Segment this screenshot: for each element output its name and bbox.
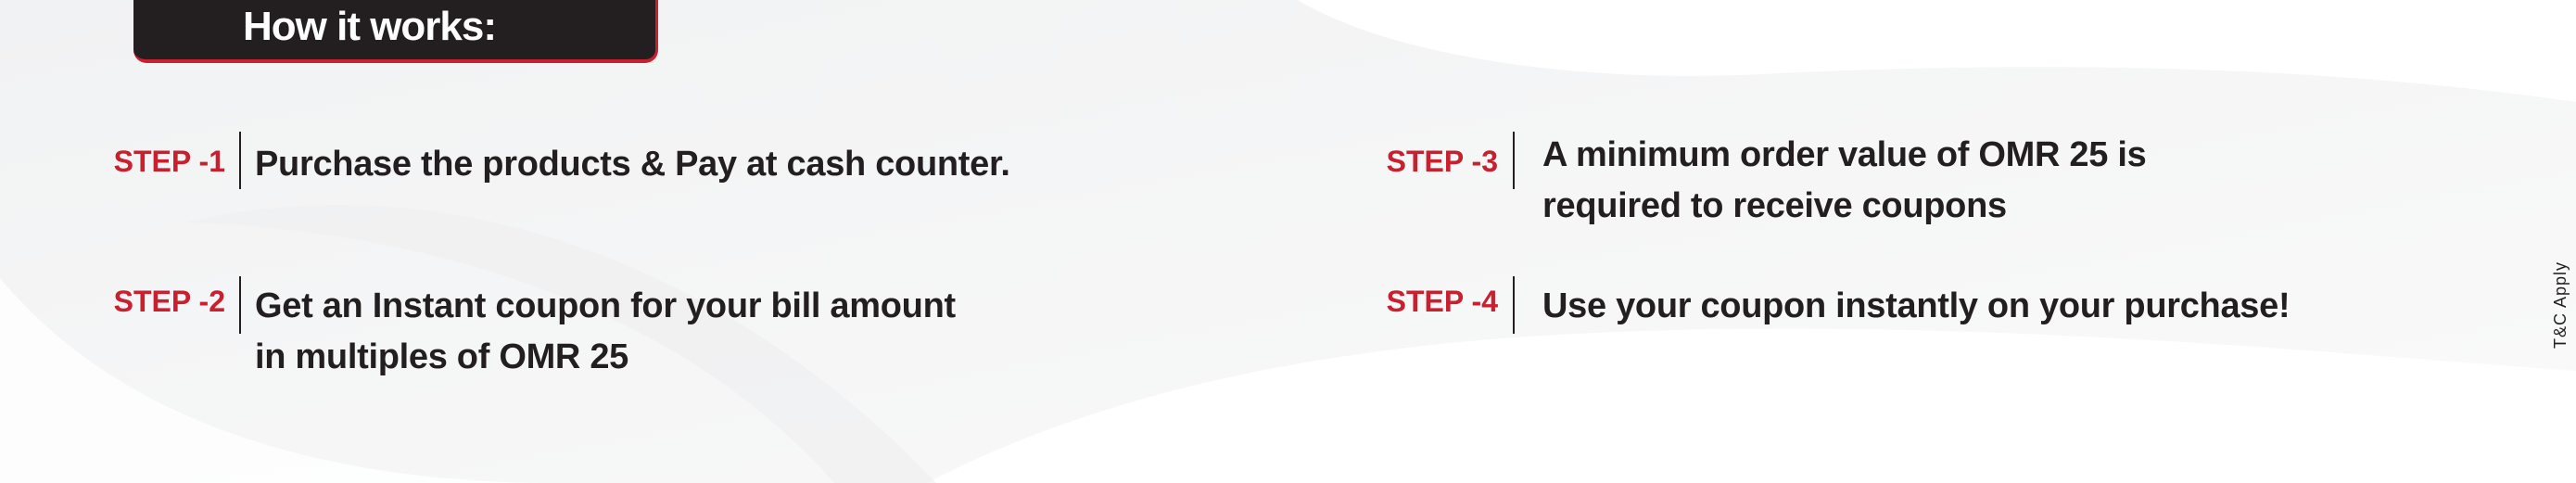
step-text: in multiples of OMR 25	[255, 337, 628, 376]
step-text: Purchase the products & Pay at cash coun…	[255, 145, 1010, 184]
step-text: A minimum order value of OMR 25 is	[1542, 135, 2147, 174]
step-label: STEP -4	[1386, 285, 1498, 318]
divider	[239, 276, 241, 334]
step-label: STEP -3	[1386, 145, 1498, 178]
step-text: Use your coupon instantly on your purcha…	[1542, 286, 2290, 325]
how-it-works-banner: How it works:	[133, 0, 658, 63]
step-text: required to receive coupons	[1542, 186, 2007, 225]
step-label: STEP -2	[113, 285, 225, 318]
divider	[1513, 132, 1515, 189]
section-title: How it works:	[243, 4, 497, 49]
step-text: Get an Instant coupon for your bill amou…	[255, 286, 956, 325]
divider	[239, 132, 241, 189]
terms-note: T&C Apply	[2551, 261, 2570, 349]
step-label: STEP -1	[113, 145, 225, 178]
divider	[1513, 276, 1515, 334]
